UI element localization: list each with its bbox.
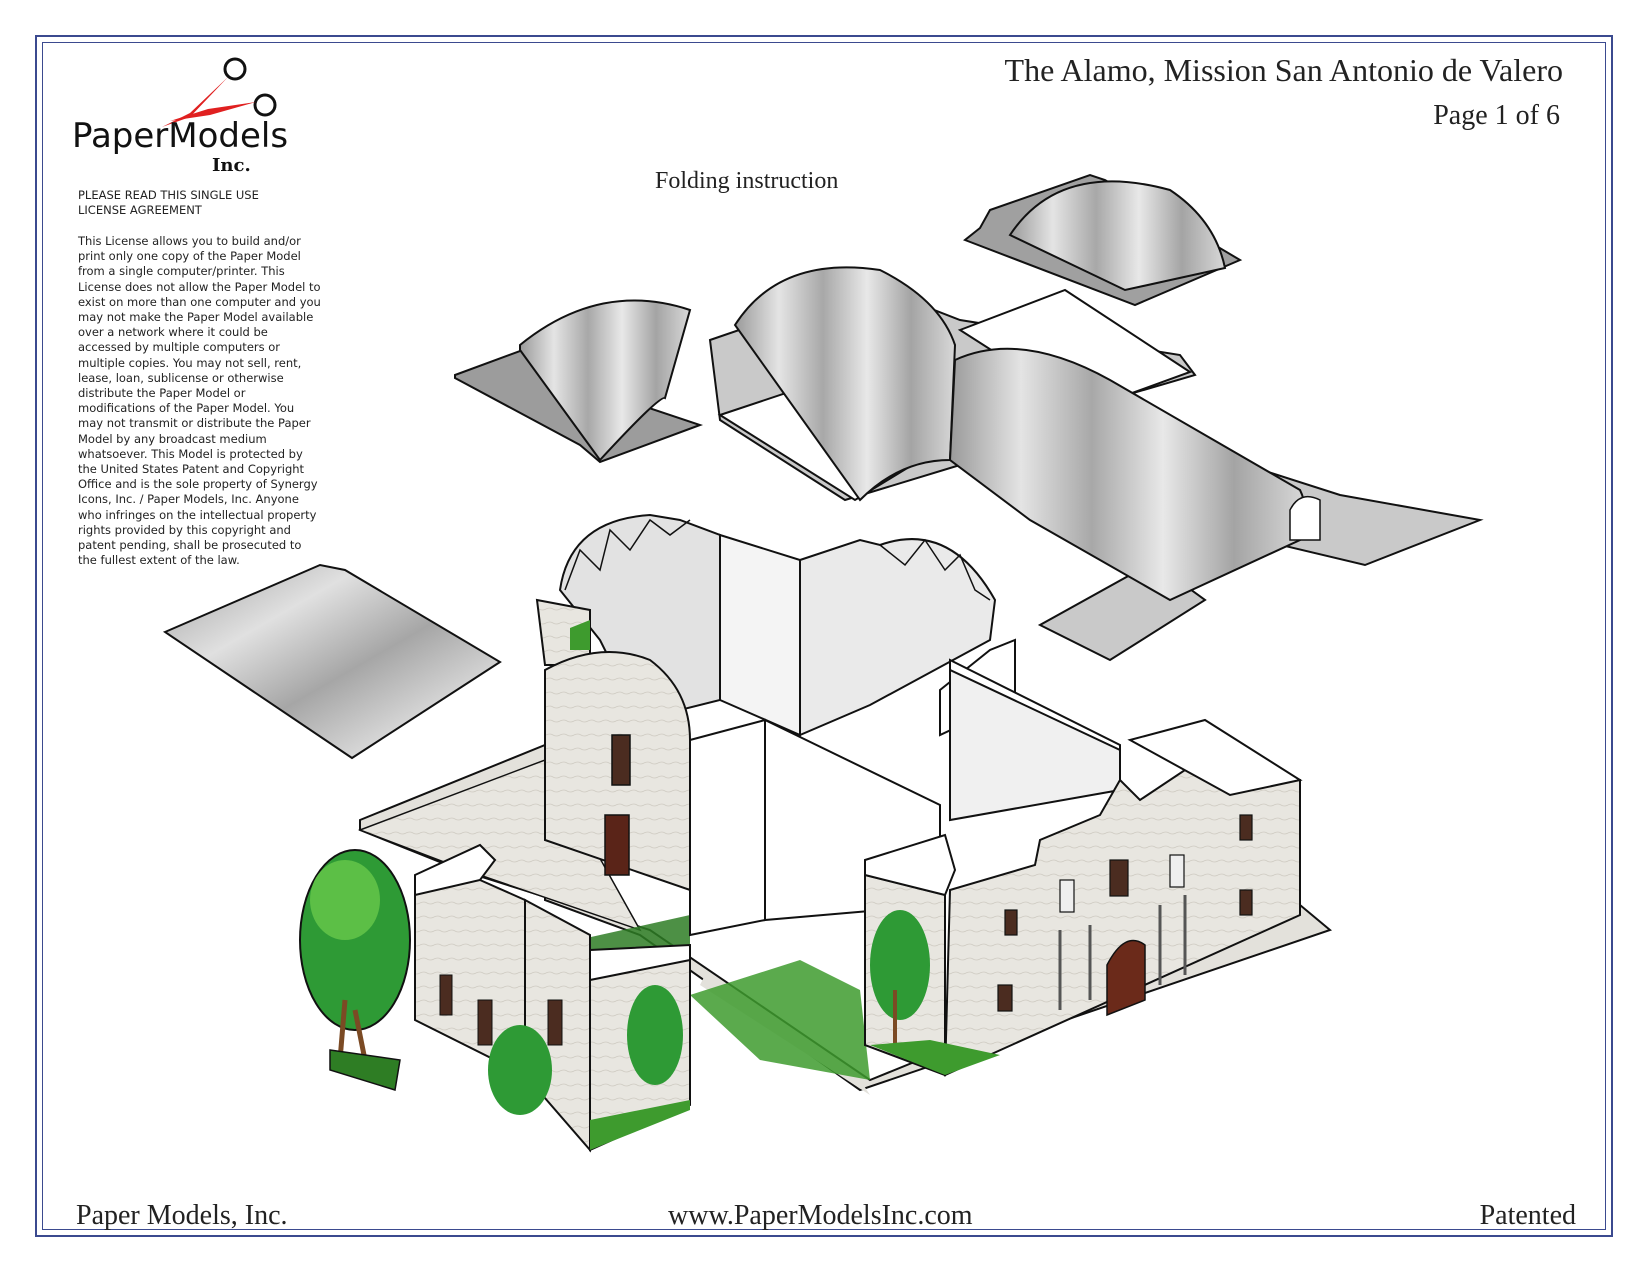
tree-cutout bbox=[299, 849, 411, 1091]
logo-wordmark: PaperModels bbox=[72, 116, 288, 156]
roof-piece-vault-small bbox=[963, 173, 1243, 307]
front-left-building bbox=[414, 843, 691, 1153]
church-interior-walls bbox=[558, 513, 997, 737]
license-heading: PLEASE READ THIS SINGLE USE LICENSE AGRE… bbox=[78, 188, 259, 217]
footer-company: Paper Models, Inc. bbox=[76, 1200, 288, 1231]
folding-instruction-label: Folding instruction bbox=[655, 168, 839, 194]
footer-patented: Patented bbox=[1479, 1200, 1576, 1231]
alamo-facade bbox=[864, 718, 1303, 1077]
scissors-icon bbox=[162, 57, 277, 127]
license-text: This License allows you to build and/or … bbox=[78, 234, 321, 568]
roof-piece-vault-left bbox=[454, 299, 704, 464]
footer-website[interactable]: www.PaperModelsInc.com bbox=[668, 1200, 973, 1231]
page-number: Page 1 of 6 bbox=[1433, 100, 1560, 131]
roof-piece-vault-long bbox=[708, 266, 1484, 662]
papermodels-logo: PaperModels Inc. bbox=[72, 57, 288, 176]
left-tower bbox=[535, 598, 766, 937]
logo-inc: Inc. bbox=[212, 155, 251, 176]
page-border-outer bbox=[35, 35, 1613, 1237]
roof-piece-flat bbox=[162, 563, 502, 760]
page-title: The Alamo, Mission San Antonio de Valero bbox=[1004, 52, 1563, 88]
page-border-inner bbox=[42, 42, 1606, 1230]
